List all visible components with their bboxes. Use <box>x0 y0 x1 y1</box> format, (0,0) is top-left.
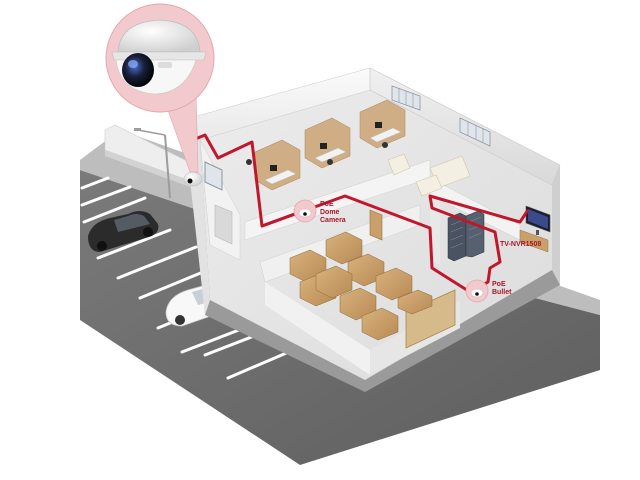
poe-dome-camera-label-line2: Dome <box>320 209 346 217</box>
poe-dome-camera-label-line1: PoE <box>320 201 346 209</box>
poe-dome-camera-label: PoE Dome Camera <box>320 201 346 225</box>
exterior-dome-camera-icon <box>184 172 202 186</box>
nvr-label: TV-NVR1508 <box>500 241 541 249</box>
bullet-camera-icon <box>466 280 488 302</box>
nvr-server-icon <box>448 211 484 261</box>
dome-camera-icon <box>294 200 316 222</box>
poe-dome-camera-label-line3: Camera <box>320 217 346 225</box>
poe-bullet-label: PoE Bullet <box>492 281 511 297</box>
poe-bullet-label-line2: Bullet <box>492 289 511 297</box>
poe-bullet-label-line1: PoE <box>492 281 511 289</box>
